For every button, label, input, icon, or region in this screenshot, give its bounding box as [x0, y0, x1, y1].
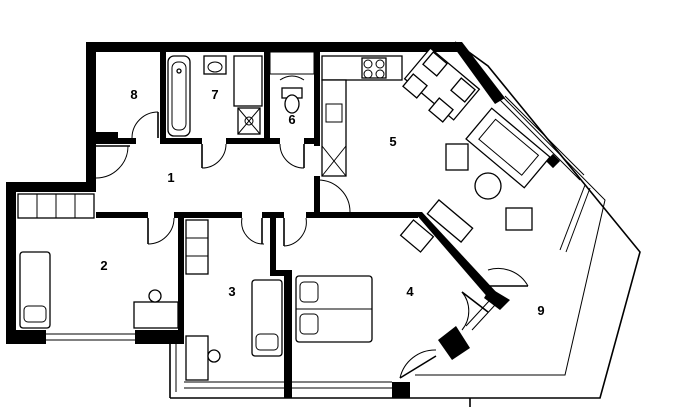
room-3-label: 3: [228, 284, 235, 299]
room-labels: 1 2 3 4 5 6 7 8 9: [100, 87, 544, 318]
room-4-label: 4: [406, 284, 414, 299]
room-1-label: 1: [167, 170, 174, 185]
room-7-label: 7: [211, 87, 218, 102]
walls: [6, 42, 561, 398]
room-5-label: 5: [389, 134, 396, 149]
dining-set: [402, 47, 481, 123]
wc-fixtures: [279, 75, 305, 114]
windows: [46, 51, 591, 389]
room-8-label: 8: [130, 87, 137, 102]
bedroom-4-furniture: [295, 275, 373, 343]
room-6-label: 6: [288, 112, 295, 127]
living-furniture: [399, 107, 551, 253]
doors: [95, 111, 529, 379]
bedroom-3-furniture: [185, 219, 283, 381]
room-9-label: 9: [537, 303, 544, 318]
bathroom-fixtures: [167, 55, 263, 137]
room-2-label: 2: [100, 258, 107, 273]
bedroom-2-furniture: [17, 193, 179, 329]
kitchen: [321, 55, 403, 177]
